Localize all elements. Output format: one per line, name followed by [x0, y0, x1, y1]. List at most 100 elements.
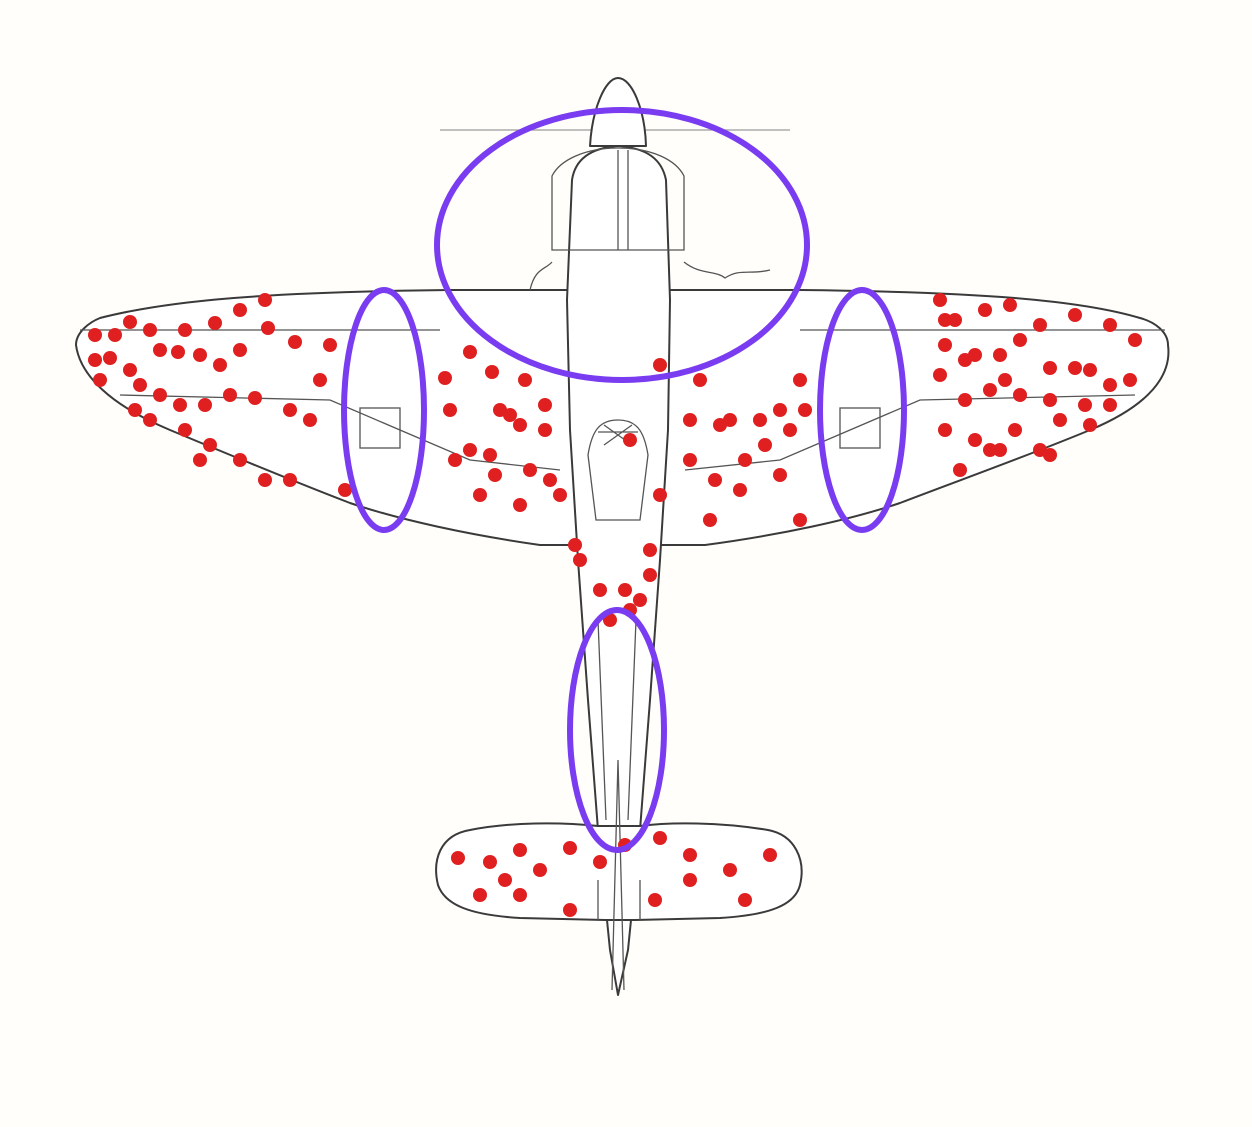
- bullet-hole: [1128, 333, 1142, 347]
- bullet-hole: [258, 293, 272, 307]
- bullet-hole: [1013, 333, 1027, 347]
- bullet-hole: [693, 373, 707, 387]
- bullet-hole: [683, 848, 697, 862]
- bullet-hole: [593, 583, 607, 597]
- bullet-hole: [193, 453, 207, 467]
- bullet-hole: [993, 348, 1007, 362]
- bullet-hole: [1068, 361, 1082, 375]
- bullet-hole: [483, 855, 497, 869]
- bullet-hole: [438, 371, 452, 385]
- bullet-hole: [1053, 413, 1067, 427]
- bullet-hole: [488, 468, 502, 482]
- bullet-hole: [483, 448, 497, 462]
- bullet-hole: [448, 453, 462, 467]
- bullet-hole: [683, 413, 697, 427]
- bullet-hole: [563, 841, 577, 855]
- bullet-hole: [123, 315, 137, 329]
- bullet-hole: [133, 378, 147, 392]
- bullet-hole: [233, 343, 247, 357]
- bullet-hole: [503, 408, 517, 422]
- bullet-hole: [553, 488, 567, 502]
- exhaust-scallop-left: [530, 262, 552, 290]
- bullet-hole: [178, 323, 192, 337]
- bullet-hole: [1083, 418, 1097, 432]
- bullet-hole: [108, 328, 122, 342]
- bullet-hole: [88, 328, 102, 342]
- bullet-hole: [153, 388, 167, 402]
- bullet-hole: [633, 593, 647, 607]
- bullet-hole: [88, 353, 102, 367]
- bullet-hole: [653, 488, 667, 502]
- bullet-hole: [538, 423, 552, 437]
- bullet-hole: [178, 423, 192, 437]
- bullet-hole: [1123, 373, 1137, 387]
- bullet-hole: [958, 393, 972, 407]
- bullet-hole: [223, 388, 237, 402]
- bullet-hole: [798, 403, 812, 417]
- bullet-hole: [713, 418, 727, 432]
- bullet-hole: [708, 473, 722, 487]
- bullet-hole: [953, 463, 967, 477]
- bullet-hole: [323, 338, 337, 352]
- bullet-hole: [773, 403, 787, 417]
- bullet-hole: [1043, 448, 1057, 462]
- bullet-hole: [463, 443, 477, 457]
- bullet-hole: [171, 345, 185, 359]
- bullet-hole: [143, 323, 157, 337]
- bullet-hole: [938, 338, 952, 352]
- bullet-hole: [513, 418, 527, 432]
- bullet-hole: [758, 438, 772, 452]
- bullet-hole: [568, 538, 582, 552]
- bullet-hole: [753, 413, 767, 427]
- bullet-hole: [451, 851, 465, 865]
- bullet-hole: [643, 568, 657, 582]
- bullet-hole: [1033, 318, 1047, 332]
- bullet-hole: [143, 413, 157, 427]
- bullet-hole: [643, 543, 657, 557]
- bullet-hole: [623, 433, 637, 447]
- bullet-hole: [1078, 398, 1092, 412]
- bullet-hole: [523, 463, 537, 477]
- bullet-hole: [203, 438, 217, 452]
- bullet-hole: [258, 473, 272, 487]
- bullet-hole: [1083, 363, 1097, 377]
- bullet-hole: [1068, 308, 1082, 322]
- bullet-hole: [968, 433, 982, 447]
- bullet-hole: [538, 398, 552, 412]
- bullet-hole: [773, 468, 787, 482]
- bullet-hole: [933, 293, 947, 307]
- bullet-hole: [533, 863, 547, 877]
- bullet-hole: [283, 403, 297, 417]
- bullet-hole: [1043, 393, 1057, 407]
- bullet-hole: [198, 398, 212, 412]
- bullet-hole: [1103, 398, 1117, 412]
- bullet-hole: [485, 365, 499, 379]
- bullet-hole: [233, 453, 247, 467]
- bullet-hole: [473, 888, 487, 902]
- bullet-hole: [261, 321, 275, 335]
- bullet-hole: [513, 498, 527, 512]
- bullet-hole: [993, 443, 1007, 457]
- bullet-hole: [763, 848, 777, 862]
- bullet-hole: [933, 368, 947, 382]
- bullet-hole: [1043, 361, 1057, 375]
- bullet-hole: [498, 873, 512, 887]
- bullet-hole: [513, 843, 527, 857]
- bullet-hole: [513, 888, 527, 902]
- bullet-hole: [783, 423, 797, 437]
- bullet-hole: [153, 343, 167, 357]
- bullet-hole: [723, 863, 737, 877]
- bullet-hole: [653, 358, 667, 372]
- bullet-hole: [573, 553, 587, 567]
- bullet-hole: [1008, 423, 1022, 437]
- exhaust-scallop-right: [684, 262, 770, 278]
- bullet-hole: [703, 513, 717, 527]
- bullet-hole: [283, 473, 297, 487]
- bullet-hole: [683, 453, 697, 467]
- bullet-hole: [173, 398, 187, 412]
- bullet-hole: [738, 453, 752, 467]
- bullet-hole: [1003, 298, 1017, 312]
- bullet-hole: [653, 831, 667, 845]
